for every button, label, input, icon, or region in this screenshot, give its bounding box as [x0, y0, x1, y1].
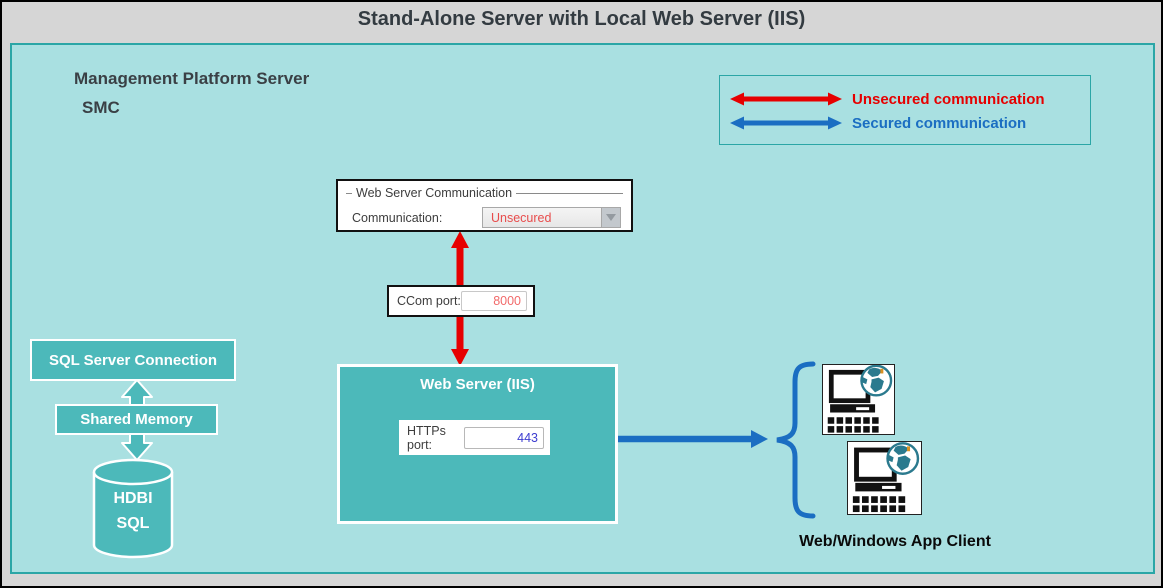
ccom-port-input[interactable] — [461, 291, 527, 311]
page-title: Stand-Alone Server with Local Web Server… — [357, 8, 806, 30]
web-server-communication-panel: Web Server Communication Communication: … — [336, 179, 633, 232]
computer-globe-icon — [847, 441, 922, 515]
legend-secured-label: Secured communication — [852, 114, 1027, 132]
computer-globe-icon — [822, 364, 895, 435]
https-port-panel: HTTPs port: — [399, 420, 550, 455]
shared-memory-box: Shared Memory — [55, 404, 218, 435]
sql-server-connection-box: SQL Server Connection — [30, 339, 236, 381]
web-server-iis-box: Web Server (IIS) — [337, 364, 618, 524]
communication-dropdown[interactable]: Unsecured — [482, 207, 621, 228]
https-port-label: HTTPs port: — [407, 423, 446, 452]
group-label: Web Server Communication — [356, 186, 513, 200]
red-double-arrow-icon — [730, 92, 842, 106]
database-label: HDBI SQL — [91, 486, 175, 536]
ccom-port-panel: CCom port: — [387, 285, 535, 317]
legend-unsecured-label: Unsecured communication — [852, 90, 1045, 108]
platform-title: Management Platform Server — [74, 69, 310, 88]
legend-row-secured: Secured communication — [730, 111, 1090, 135]
database-cylinder-icon — [92, 458, 174, 559]
curly-brace-icon — [776, 361, 816, 519]
group-line — [516, 192, 623, 194]
communication-row: Communication: Unsecured — [352, 207, 621, 228]
group-line — [346, 192, 352, 194]
chevron-down-icon[interactable] — [601, 208, 620, 227]
legend-row-unsecured: Unsecured communication — [730, 87, 1090, 111]
database-label-line2: SQL — [116, 515, 150, 532]
blue-double-arrow-icon — [730, 116, 842, 130]
ccom-port-label: CCom port: — [397, 294, 461, 308]
communication-label: Communication: — [352, 210, 443, 225]
client-label: Web/Windows App Client — [799, 533, 991, 550]
web-server-iis-title: Web Server (IIS) — [420, 376, 535, 393]
https-port-input[interactable] — [464, 426, 544, 449]
communication-dropdown-value: Unsecured — [491, 210, 552, 225]
legend-box: Unsecured communication Secured communic… — [719, 75, 1091, 145]
group-header: Web Server Communication — [346, 186, 623, 200]
platform-subtitle: SMC — [82, 98, 120, 117]
database-label-line1: HDBI — [113, 490, 153, 507]
